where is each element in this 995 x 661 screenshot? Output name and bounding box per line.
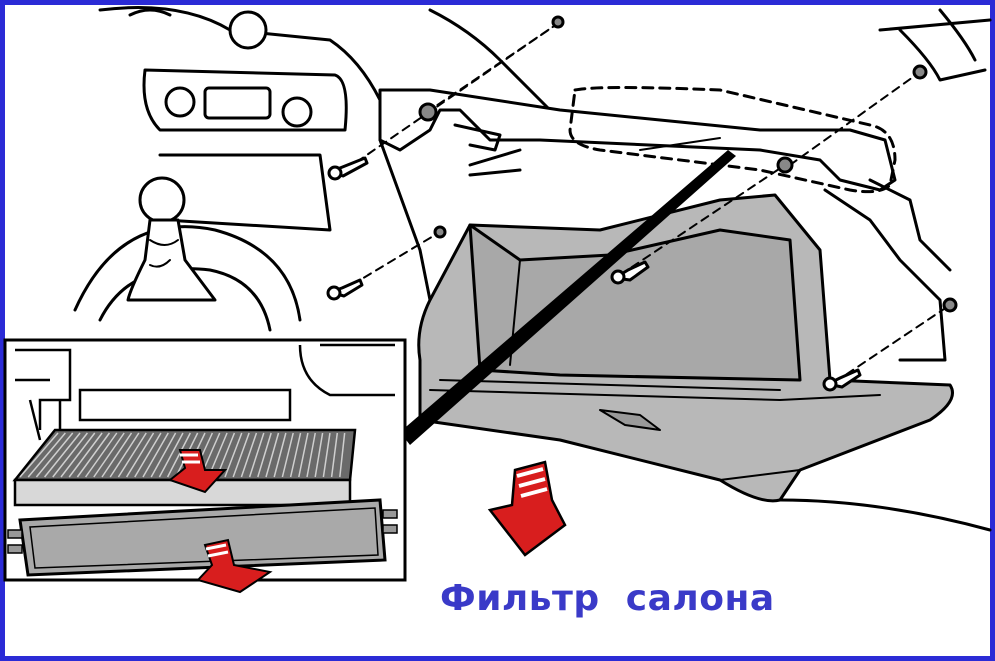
filter-pleat (60, 432, 96, 478)
cabin-filter-lower (7, 498, 398, 577)
filter-pleat (232, 432, 250, 478)
filter-pleat (27, 432, 66, 478)
filter-pleat (298, 432, 309, 478)
filter-pleat (224, 432, 243, 478)
bolt-hole (433, 225, 447, 239)
filter-pleat (314, 432, 324, 478)
filter-pleat (289, 432, 302, 478)
bolt-hole (551, 15, 565, 29)
inset-panel (3, 338, 407, 594)
glovebox-bracket (378, 88, 952, 362)
filter-pleat (265, 432, 280, 478)
dashed-highlight (568, 86, 897, 194)
down-arrow-icon (167, 449, 228, 494)
bolt-hole (912, 64, 928, 80)
filter-pleat (35, 432, 74, 478)
filter-pleat (158, 432, 184, 478)
screw-icon (327, 156, 369, 181)
filter-pleat (68, 432, 103, 478)
filter-pleat (117, 432, 147, 478)
bolt-hole (776, 156, 794, 174)
filter-pleat (93, 432, 125, 478)
filter-pleat (84, 432, 118, 478)
filter-pleat (150, 432, 177, 478)
glovebox (417, 193, 954, 503)
filter-pleat (306, 432, 316, 478)
screw-icon (326, 278, 364, 301)
filter-pleat (330, 432, 339, 478)
filter-pleat (52, 432, 88, 478)
filter-pleat (339, 432, 346, 478)
down-arrow-icon (196, 538, 273, 594)
pointer-line (400, 150, 736, 445)
filter-pleat (76, 432, 111, 478)
bolt-hole (942, 297, 958, 313)
screw-icon (610, 260, 650, 285)
screw-icon (822, 368, 862, 392)
filter-pleat (257, 432, 272, 478)
filter-pleat (322, 432, 331, 478)
filter-pleat (19, 432, 59, 478)
bolt-hole (418, 102, 438, 122)
filter-pleat (281, 432, 294, 478)
filter-pleat (248, 432, 265, 478)
filter-pleat (240, 432, 258, 478)
down-arrow-icon (487, 460, 567, 557)
filter-pleat (142, 432, 169, 478)
filter-pleat (101, 432, 133, 478)
filter-pleat (166, 432, 191, 478)
caption-title: Фильтр салона (440, 578, 775, 619)
filter-pleat (273, 432, 287, 478)
filter-pleat (109, 432, 140, 478)
filter-pleat (44, 432, 81, 478)
filter-pleat (134, 432, 162, 478)
gear-knob-icon (126, 176, 217, 302)
console-vent (142, 68, 348, 132)
filter-pleat (125, 432, 155, 478)
